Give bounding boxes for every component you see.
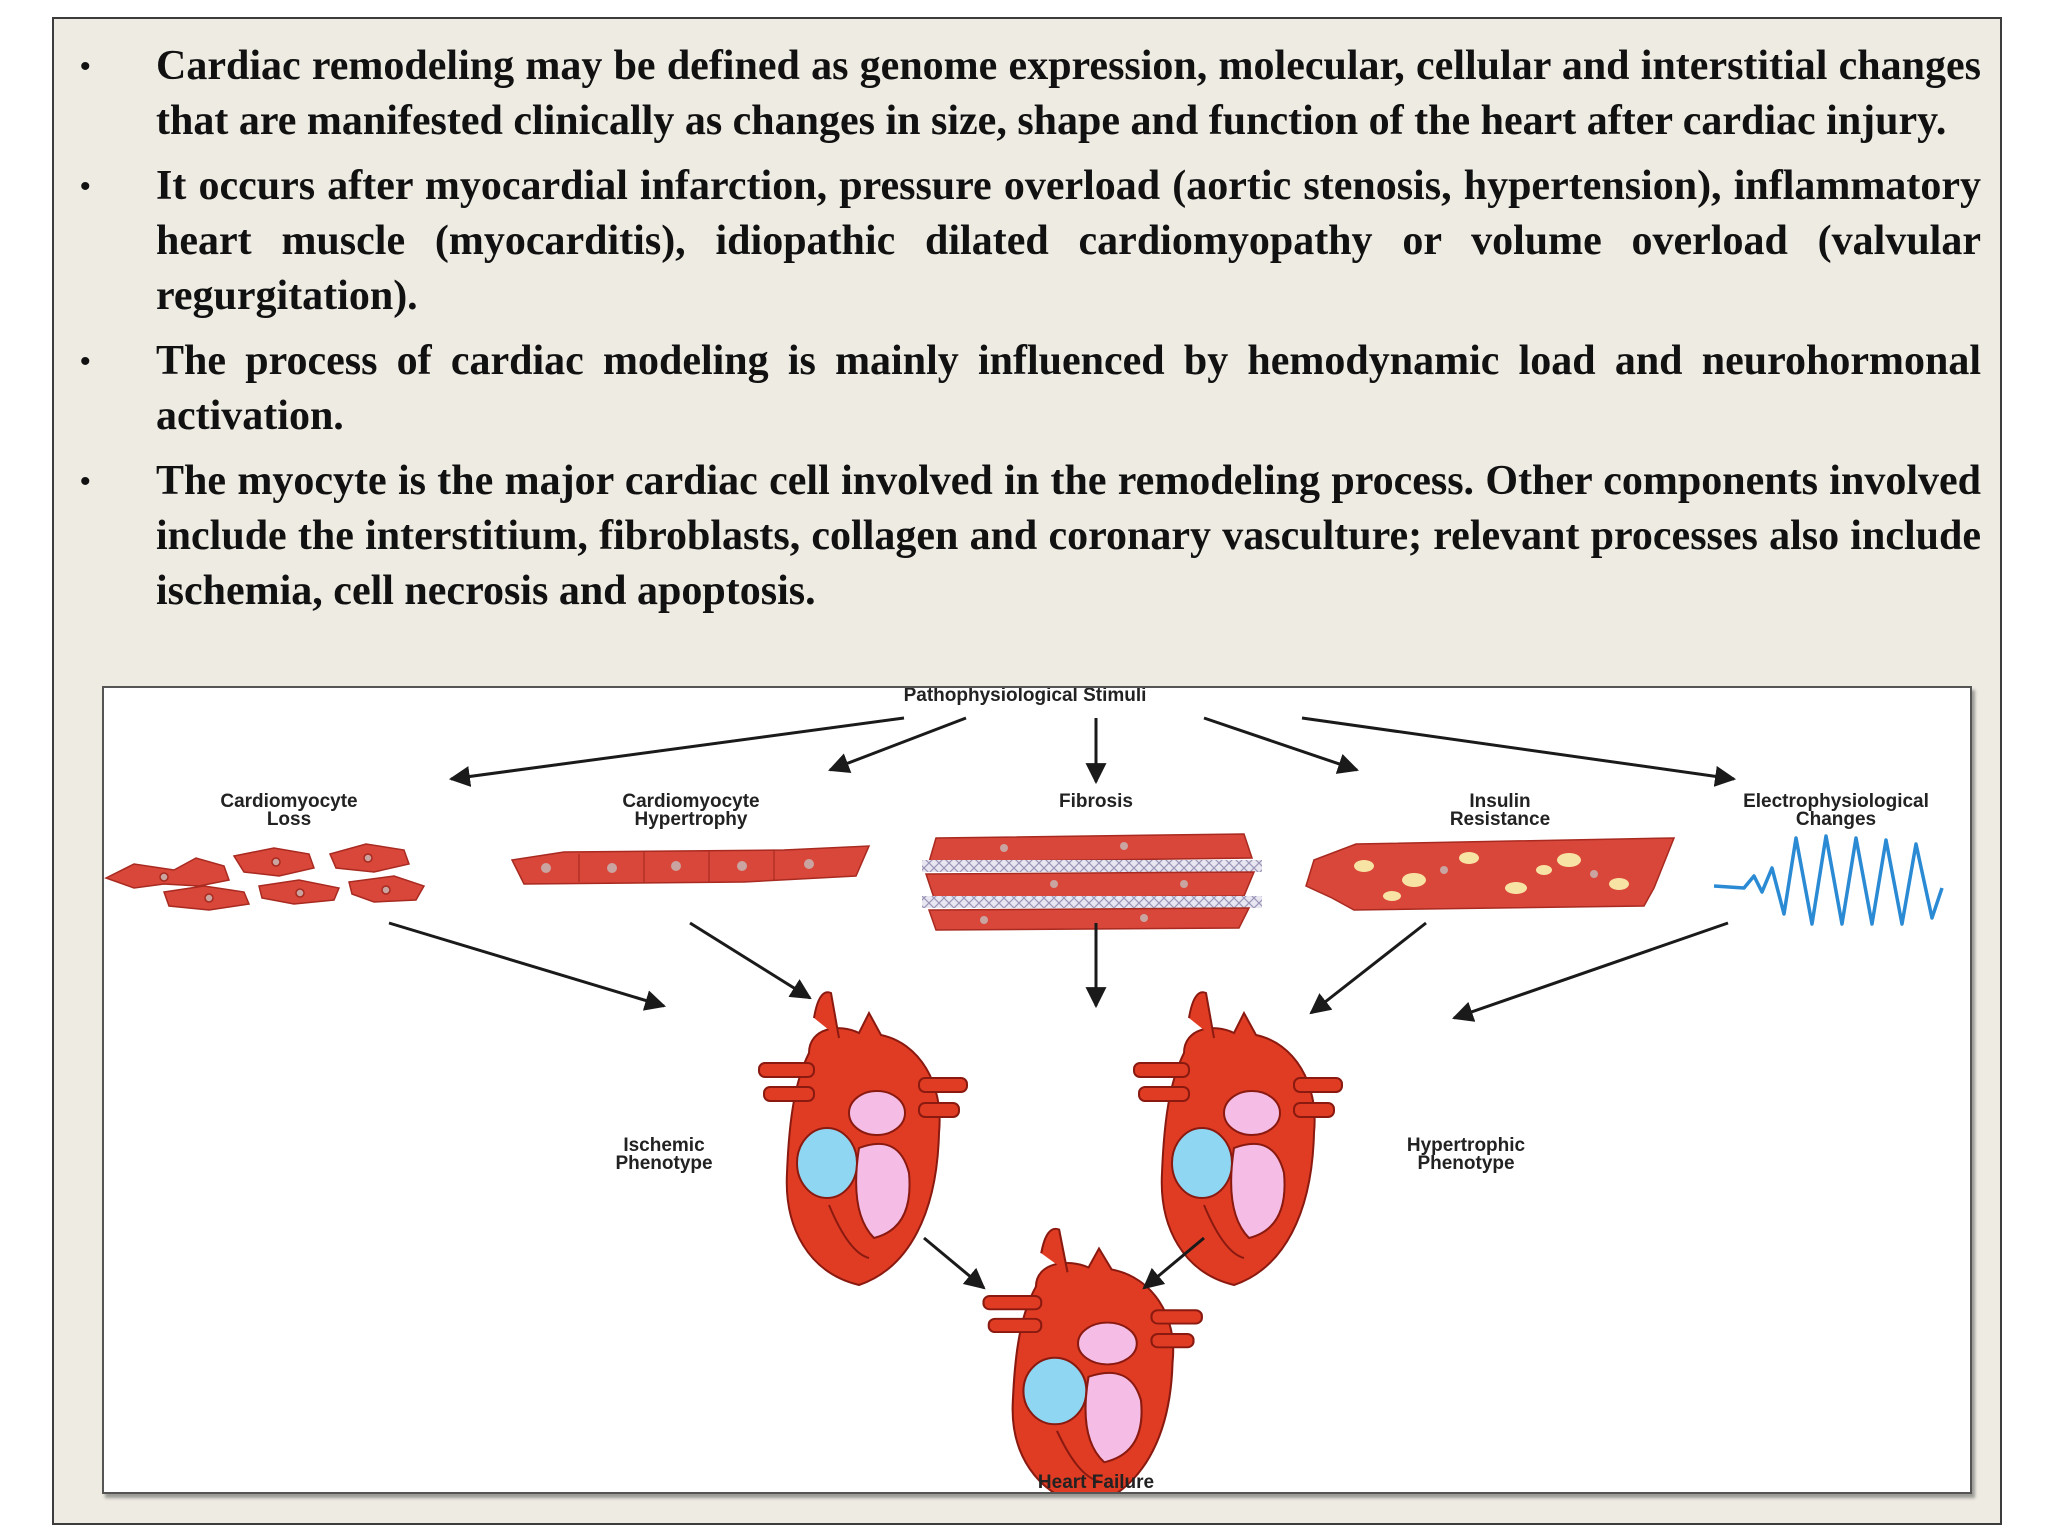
- phenotype-label: Phenotype: [615, 1153, 712, 1174]
- stimulus-label: Changes: [1796, 809, 1876, 830]
- slide: • Cardiac remodeling may be defined as g…: [52, 17, 2002, 1525]
- phenotype-arrows: [388, 921, 1729, 1022]
- ischemic-heart-icon: [758, 991, 968, 1286]
- phenotype-label: Hypertrophic: [1407, 1135, 1526, 1156]
- stimulus-label: Electrophysiological: [1743, 791, 1929, 812]
- stimulus-label: Fibrosis: [1059, 791, 1133, 812]
- bullet-text-causes: It occurs after myocardial infarction, p…: [156, 163, 1981, 319]
- bullet-symbol: •: [80, 345, 91, 378]
- outcome-arrows: [923, 1236, 1205, 1290]
- bullet-symbol: •: [80, 465, 91, 498]
- bullet-text-definition: Cardiac remodeling may be defined as gen…: [156, 43, 1981, 144]
- bullet-item: • Cardiac remodeling may be defined as g…: [76, 39, 1981, 149]
- hypertrophic-heart-icon: [1133, 991, 1343, 1286]
- bullet-symbol: •: [80, 50, 91, 83]
- stimulus-label: Loss: [267, 809, 311, 830]
- lipid-laden-cells-icon: [1305, 837, 1676, 911]
- bullet-item: • The myocyte is the major cardiac cell …: [76, 454, 1981, 619]
- outcome-label: Heart Failure: [1038, 1472, 1154, 1492]
- bullet-item: • It occurs after myocardial infarction,…: [76, 159, 1981, 324]
- bullet-text-influences: The process of cardiac modeling is mainl…: [156, 338, 1981, 439]
- phenotype-label: Ischemic: [623, 1135, 705, 1156]
- bullet-list: • Cardiac remodeling may be defined as g…: [76, 39, 1981, 629]
- stimulus-label: Cardiomyocyte: [220, 791, 357, 812]
- stimulus-arrows: [448, 716, 1737, 787]
- stimulus-label: Insulin: [1469, 791, 1530, 812]
- bullet-item: • The process of cardiac modeling is mai…: [76, 334, 1981, 444]
- fibrotic-tissue-icon: [922, 833, 1262, 931]
- phenotype-label: Phenotype: [1417, 1153, 1514, 1174]
- remodeling-diagram: Pathophysiological Stimuli Cardiomyocyte…: [102, 686, 1972, 1494]
- bullet-text-myocyte: The myocyte is the major cardiac cell in…: [156, 458, 1981, 614]
- bullet-symbol: •: [80, 170, 91, 203]
- stimulus-label: Hypertrophy: [635, 809, 748, 830]
- stimulus-label: Resistance: [1450, 809, 1550, 830]
- enlarged-cells-icon: [510, 845, 871, 885]
- ecg-waveform-icon: [1713, 834, 1944, 926]
- scattered-cells-icon: [104, 843, 426, 911]
- figure-top-label: Pathophysiological Stimuli: [904, 688, 1147, 706]
- stimulus-label: Cardiomyocyte: [622, 791, 759, 812]
